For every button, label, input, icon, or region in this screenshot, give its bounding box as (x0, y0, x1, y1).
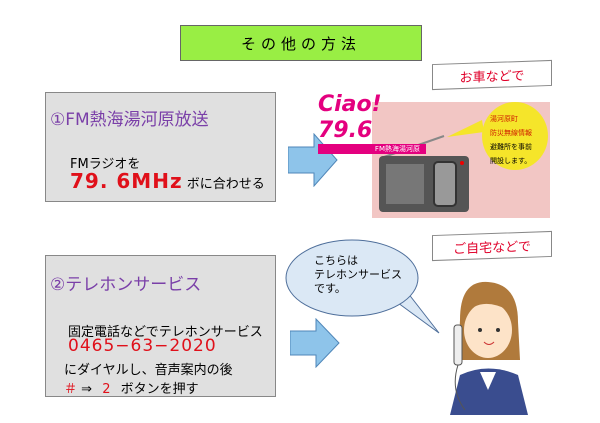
tel-line1: 固定電話などでテレホンサービス (68, 325, 263, 340)
tel-phone-number: 0465−63−2020 (68, 336, 217, 356)
speech-line2: テレホンサービス (314, 268, 402, 281)
bubble-line1: 湯河原町 (490, 115, 518, 123)
section-fm-heading: ①FM熱海湯河原放送 (50, 110, 209, 130)
logo-sub: FM熱海湯河原 (318, 144, 426, 154)
fm-frequency: 79. 6MHz (70, 169, 183, 193)
tel-suffix: ボタンを押す (120, 382, 199, 397)
speech-line1: こちらは (314, 254, 358, 267)
tel-line2: にダイヤルし、音声案内の後 (64, 363, 233, 378)
key-number: 2 (102, 382, 111, 397)
speech-line3: です。 (314, 282, 346, 295)
fm-line1: FMラジオを (70, 157, 141, 172)
logo-text: Ciao! 79.6 (318, 92, 382, 143)
banner-home: ご自宅などで (432, 230, 552, 262)
hash-key: ＃ (64, 382, 78, 397)
radio-icon (379, 102, 548, 212)
radio-illustration: 湯河原町 防災無線情報 避難所を事前 開設します。 (372, 102, 550, 218)
bubble-line2: 防災無線情報 (490, 129, 532, 137)
section-telephone: ②テレホンサービス 固定電話などでテレホンサービス 0465−63−2020 に… (45, 255, 276, 397)
section-tel-heading: ②テレホンサービス (50, 275, 202, 295)
fm-suffix: ボに合わせる (186, 177, 265, 192)
page-title: その他の方法 (180, 25, 422, 61)
banner-car: お車などで (432, 59, 552, 91)
section-fm: ①FM熱海湯河原放送 FMラジオを 79. 6MHz ボに合わせる (45, 92, 276, 202)
radio-bubble-text: 湯河原町 防災無線情報 避難所を事前 開設します。 (490, 112, 532, 168)
speech-text: こちらは テレホンサービス です。 (314, 254, 402, 296)
arrow-symbol: ⇒ (81, 382, 93, 397)
operator-woman-illustration (450, 281, 528, 415)
arrow-right-icon (290, 318, 340, 368)
ciao-logo: Ciao! 79.6 FM熱海湯河原 (318, 92, 426, 154)
bubble-line4: 開設します。 (490, 157, 532, 165)
bubble-line3: 避難所を事前 (490, 143, 532, 151)
speech-bubble (285, 239, 440, 334)
